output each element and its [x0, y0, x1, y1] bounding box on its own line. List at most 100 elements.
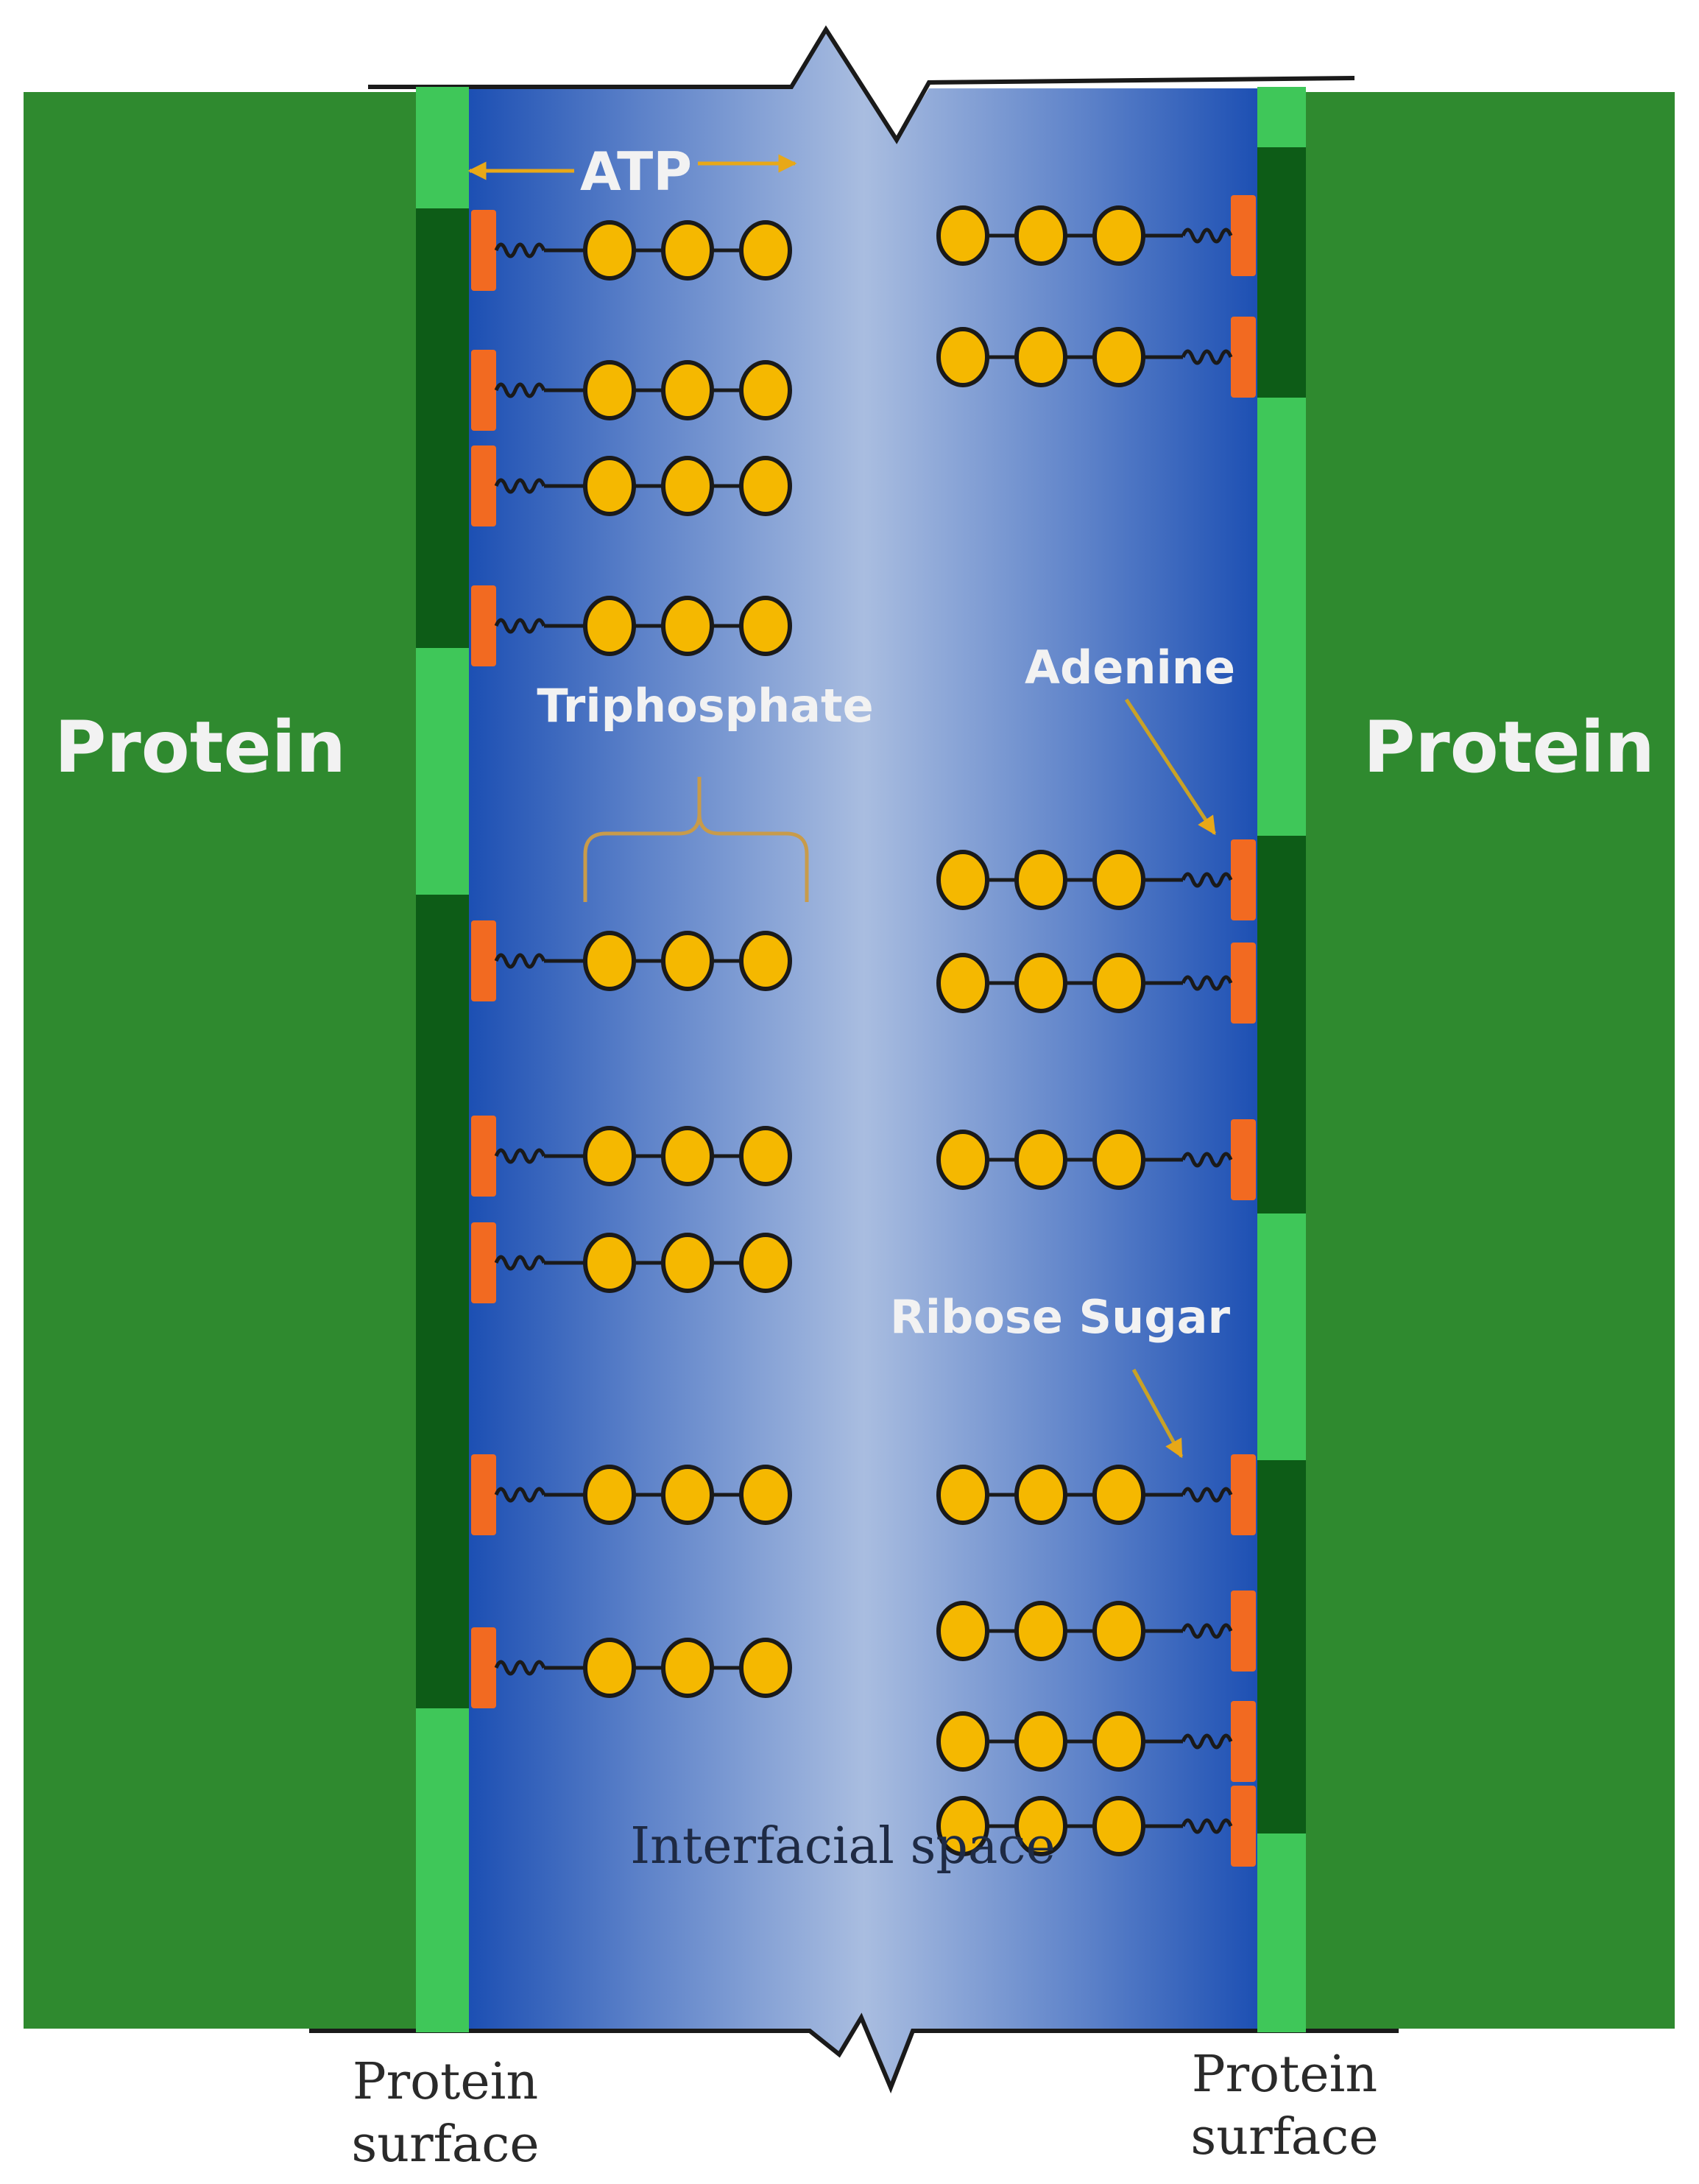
phosphate-group-2: [1014, 1796, 1067, 1856]
phosphate-group-1: [1092, 1796, 1145, 1856]
atp-molecule-right-7: [936, 1591, 1256, 1672]
atp-molecule-left-7: [471, 1222, 792, 1303]
triphosphate-label: Triphosphate: [537, 679, 873, 733]
phosphate-group-3: [739, 1233, 792, 1293]
ribose-sugar-link: [494, 618, 546, 634]
protein-surface-left: [416, 87, 469, 2032]
phosphate-group-2: [1014, 1465, 1067, 1525]
atp-molecule-right-8: [936, 1701, 1256, 1782]
adenine-base: [1231, 195, 1256, 276]
protein-block-left: [24, 92, 421, 2029]
phosphate-group-3: [936, 1130, 989, 1190]
phosphate-group-2: [1014, 1711, 1067, 1772]
phosphate-group-2: [1014, 1601, 1067, 1661]
phosphate-group-2: [661, 931, 714, 991]
phosphate-group-2: [1014, 205, 1067, 266]
ribose-sugar-label: Ribose Sugar: [890, 1290, 1231, 1344]
ribose-sugar-link: [494, 1255, 546, 1271]
phosphate-group-1: [1092, 953, 1145, 1013]
adenine-base: [471, 445, 496, 526]
adenine-base: [471, 210, 496, 291]
adenine-base: [471, 1627, 496, 1708]
atp-molecule-left-4: [471, 585, 792, 666]
phosphate-group-2: [1014, 327, 1067, 387]
phosphate-group-2: [661, 360, 714, 420]
surface-label-right-line1: Protein: [1192, 2046, 1377, 2104]
adenine-base: [1231, 317, 1256, 398]
phosphate-group-3: [739, 1638, 792, 1698]
adenine-base: [1231, 943, 1256, 1024]
atp-molecule-right-2: [936, 317, 1256, 398]
phosphate-group-1: [1092, 205, 1145, 266]
phosphate-group-3: [936, 1796, 989, 1856]
phosphate-group-1: [583, 1638, 636, 1698]
ribose-sugar-link: [1181, 1733, 1233, 1750]
protein-label-left: Protein: [54, 706, 346, 789]
atp-molecule-left-1: [471, 210, 792, 291]
adenine-base: [471, 585, 496, 666]
phosphate-group-3: [739, 360, 792, 420]
phosphate-group-1: [1092, 850, 1145, 910]
adenine-label: Adenine: [1025, 641, 1235, 694]
ribose-sugar-link: [494, 1487, 546, 1503]
phosphate-group-1: [1092, 327, 1145, 387]
surface-label-left-line2: surface: [351, 2116, 539, 2174]
phosphate-group-2: [1014, 1130, 1067, 1190]
atp-label: ATP: [580, 141, 692, 202]
phosphate-group-1: [583, 456, 636, 516]
phosphate-group-1: [1092, 1130, 1145, 1190]
break-mark-top: [368, 25, 1355, 144]
atp-molecule-right-4: [936, 943, 1256, 1024]
atp-molecule-right-5: [936, 1119, 1256, 1200]
ribose-sugar-link: [494, 1148, 546, 1164]
phosphate-group-2: [661, 1465, 714, 1525]
atp-molecule-left-2: [471, 350, 792, 431]
adenine-base: [471, 1116, 496, 1197]
ribose-sugar-link: [1181, 1152, 1233, 1168]
phosphate-group-3: [739, 456, 792, 516]
adenine-base: [1231, 839, 1256, 920]
phosphate-group-2: [661, 1126, 714, 1186]
atp-column-left: [471, 210, 792, 1708]
adenine-base: [1231, 1454, 1256, 1535]
phosphate-group-3: [936, 953, 989, 1013]
phosphate-group-1: [583, 596, 636, 656]
phosphate-group-3: [936, 1465, 989, 1525]
ribose-sugar-link: [494, 242, 546, 258]
atp-molecule-right-6: [936, 1454, 1256, 1535]
ribose-sugar-link: [1181, 1487, 1233, 1503]
interfacial-channel: [468, 29, 1260, 2088]
ribose-sugar-link: [1181, 975, 1233, 991]
phosphate-group-2: [1014, 953, 1067, 1013]
phosphate-group-1: [1092, 1601, 1145, 1661]
atp-molecule-right-9: [936, 1786, 1256, 1867]
surface-label-right-line2: surface: [1190, 2108, 1378, 2166]
atp-molecule-right-3: [936, 839, 1256, 920]
adenine-arrow: [1124, 698, 1217, 836]
adenine-base: [471, 1454, 496, 1535]
adenine-base: [1231, 1591, 1256, 1672]
phosphate-group-1: [583, 220, 636, 281]
phosphate-group-3: [739, 1126, 792, 1186]
protein-label-right: Protein: [1363, 706, 1655, 789]
ribose-sugar-link: [1181, 1623, 1233, 1639]
surface-label-left-line1: Protein: [353, 2053, 538, 2111]
ribose-sugar-link: [494, 478, 546, 494]
phosphate-group-3: [739, 931, 792, 991]
phosphate-group-2: [661, 596, 714, 656]
phosphate-group-3: [936, 1711, 989, 1772]
ribose-sugar-link: [1181, 872, 1233, 888]
phosphate-group-3: [739, 596, 792, 656]
triphosphate-bracket: [583, 777, 809, 902]
phosphate-group-1: [583, 931, 636, 991]
ribose-sugar-link: [1181, 228, 1233, 244]
ribose-sugar-link: [1181, 1818, 1233, 1834]
phosphate-group-1: [583, 360, 636, 420]
adenine-base: [1231, 1786, 1256, 1867]
atp-molecule-left-3: [471, 445, 792, 526]
phosphate-group-3: [936, 327, 989, 387]
phosphate-group-3: [936, 850, 989, 910]
atp-molecule-left-6: [471, 1116, 792, 1197]
phosphate-group-1: [583, 1233, 636, 1293]
